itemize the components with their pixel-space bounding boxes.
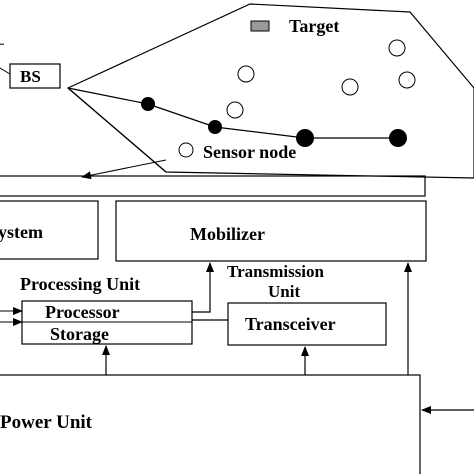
system-label: ystem: [0, 222, 43, 242]
processor-to-mobilizer-arrow: [192, 262, 214, 313]
transmission-unit-label-line1: Transmission: [227, 262, 325, 281]
mobilizer-box: [115, 200, 427, 262]
sensor-node-enclosure: [0, 175, 426, 197]
sensor-node-label: Sensor node: [203, 142, 296, 162]
zoom-pointer-arrow: [81, 159, 167, 180]
idle-sensor-node: [226, 101, 244, 119]
routing-path-branch: [67, 87, 167, 173]
active-sensor-node: [141, 97, 155, 111]
power-unit-box: [0, 374, 421, 474]
active-sensor-node: [296, 129, 314, 147]
idle-sensor-node: [178, 142, 194, 158]
idle-sensor-node: [341, 78, 359, 96]
transmission-unit-label-line2: Unit: [268, 282, 300, 301]
target-label: Target: [289, 16, 339, 36]
storage-label: Storage: [50, 324, 109, 344]
system-box: [0, 200, 99, 260]
bs-left-link: [0, 67, 11, 75]
idle-sensor-node: [398, 71, 416, 89]
transceiver-label: Transceiver: [245, 314, 336, 334]
base-station-label: BS: [20, 67, 41, 86]
target-legend-icon: [250, 20, 270, 32]
processing-unit-label: Processing Unit: [20, 274, 140, 294]
transceiver-box: [227, 302, 387, 346]
processor-label: Processor: [45, 302, 120, 322]
active-sensor-node: [389, 129, 407, 147]
power-unit-label: Power Unit: [0, 412, 93, 433]
mobilizer-label: Mobilizer: [190, 224, 265, 244]
partial-node-edge: [0, 30, 5, 45]
idle-sensor-node: [388, 39, 406, 57]
active-sensor-node: [208, 120, 222, 134]
base-station-box: [9, 63, 61, 89]
idle-sensor-node: [237, 65, 255, 83]
